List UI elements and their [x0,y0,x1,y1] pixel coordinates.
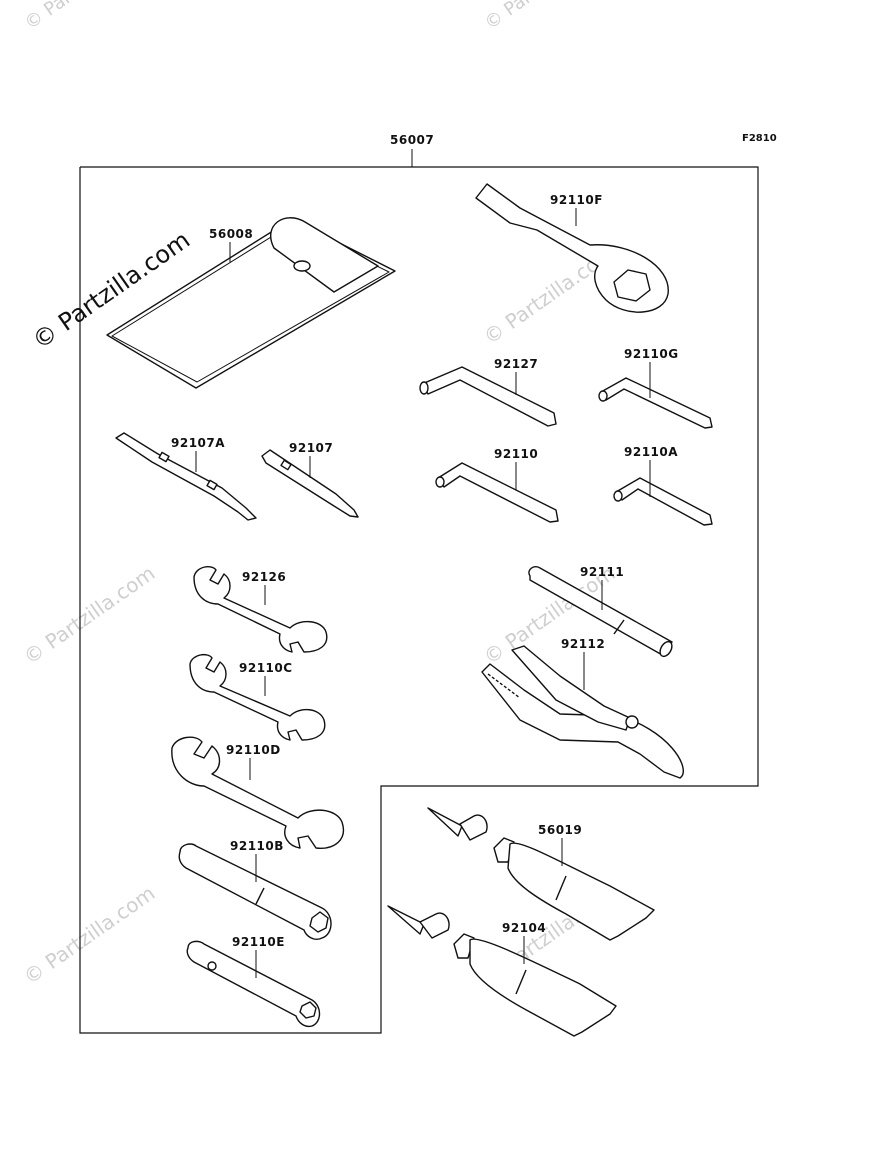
ring-wrench-92110F[interactable] [475,183,669,313]
screwdriver-bit-92107A[interactable] [115,432,257,521]
label-92112[interactable]: 92112 [561,637,605,651]
label-92104[interactable]: 92104 [502,921,546,935]
box-wrench-92110E[interactable] [186,940,321,1028]
label-92110G[interactable]: 92110G [624,347,679,361]
label-92110A[interactable]: 92110A [624,445,678,459]
open-end-wrench-92126[interactable] [193,565,328,653]
watermark-faint: © Partzilla.com [481,0,607,34]
hex-key-92110G[interactable] [598,377,713,429]
hex-key-92110[interactable] [435,462,559,523]
label-56007[interactable]: 56007 [390,133,434,147]
label-92110D[interactable]: 92110D [226,743,281,757]
grease-tube-92104[interactable] [387,905,617,1037]
open-end-wrench-92110D[interactable] [171,736,345,849]
open-end-wrench-92110C[interactable] [189,653,326,741]
label-92111[interactable]: 92111 [580,565,624,579]
label-92110B[interactable]: 92110B [230,839,284,853]
hex-key-92127[interactable] [419,366,557,427]
watermark-faint: © Partzilla.com [19,881,159,989]
label-92127[interactable]: 92127 [494,357,538,371]
tool-bag-56008[interactable] [106,217,396,389]
label-92110[interactable]: 92110 [494,447,538,461]
box-wrench-92110B[interactable] [178,843,332,940]
label-56008[interactable]: 56008 [209,227,253,241]
label-92107[interactable]: 92107 [289,441,333,455]
screwdriver-bit-92107[interactable] [261,449,359,518]
hex-key-92110A[interactable] [613,477,713,526]
watermark-faint: © Partzilla.com [21,0,147,34]
kit-frame [79,166,759,1034]
label-92110C[interactable]: 92110C [239,661,293,675]
figure-code: F2810 [742,133,777,144]
pliers-92112[interactable] [481,645,684,779]
label-92126[interactable]: 92126 [242,570,286,584]
watermark-faint: © Partzilla.com [19,561,159,669]
grease-tube-56019[interactable] [427,807,655,941]
label-56019[interactable]: 56019 [538,823,582,837]
handle-bar-92111[interactable] [528,566,674,659]
label-92107A[interactable]: 92107A [171,436,225,450]
label-92110F[interactable]: 92110F [550,193,603,207]
label-92110E[interactable]: 92110E [232,935,285,949]
